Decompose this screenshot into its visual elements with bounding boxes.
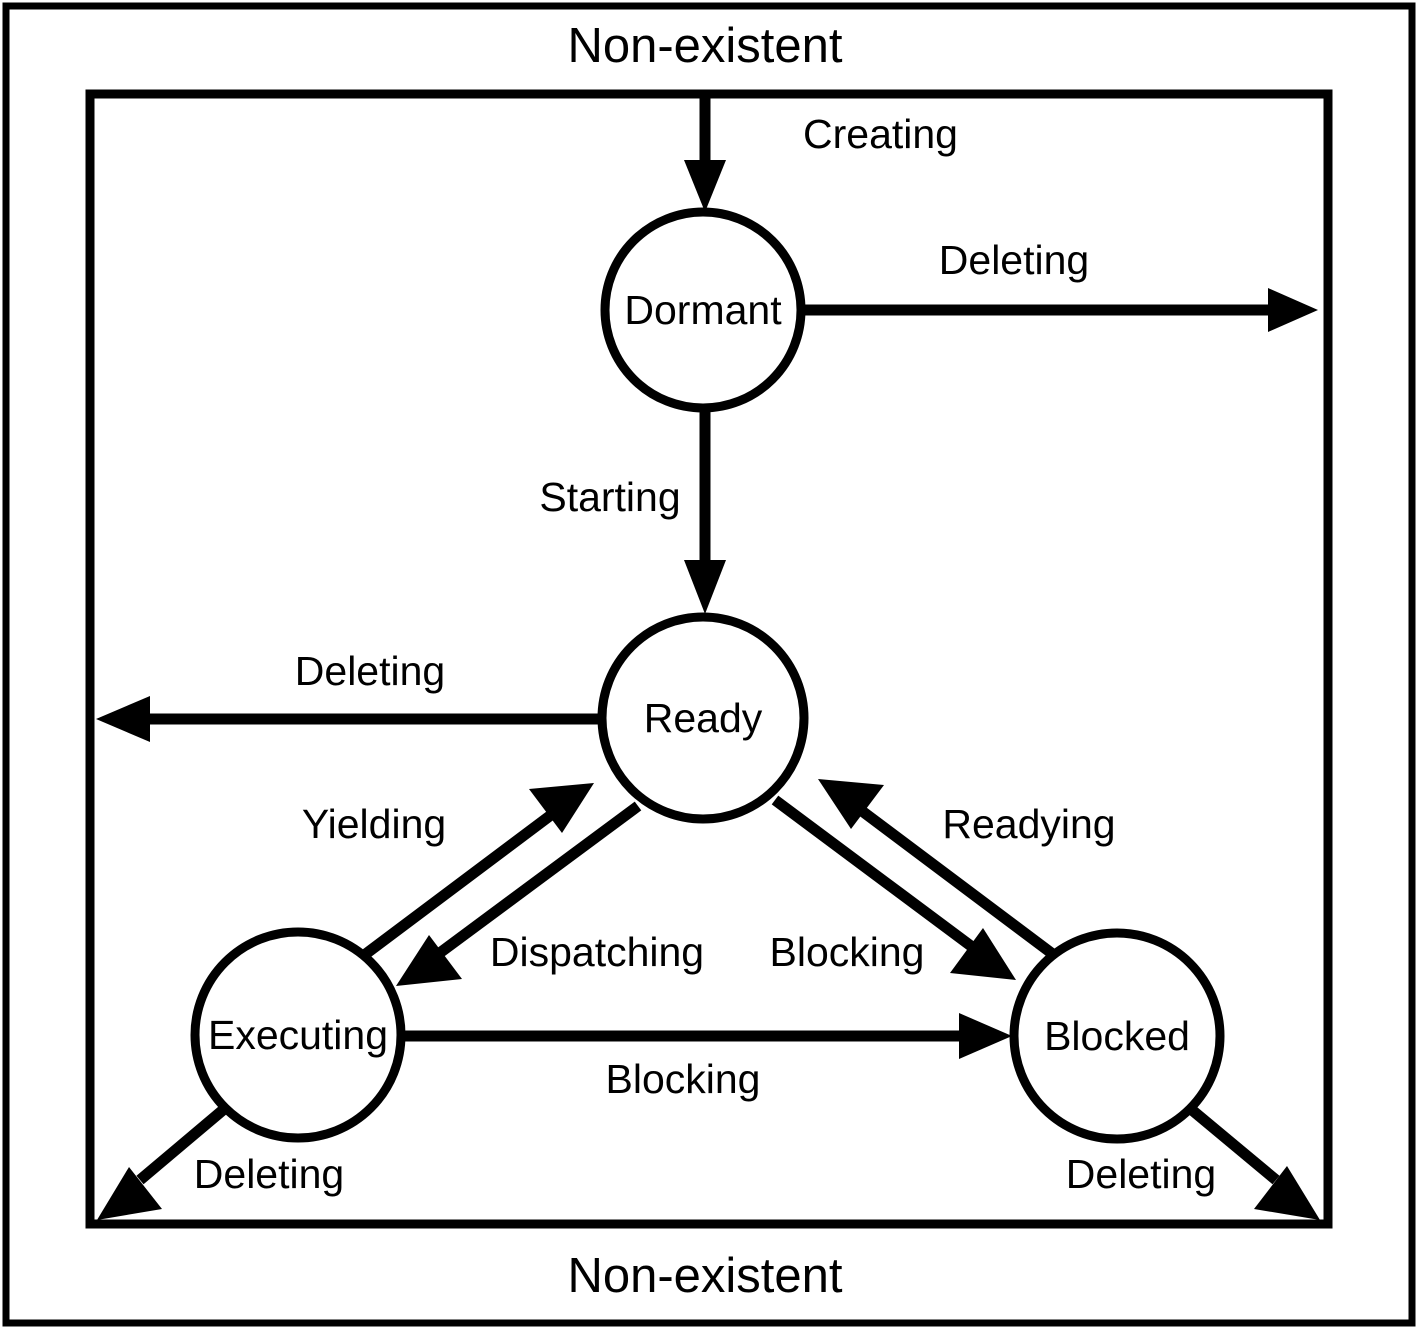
region-label-nonexistent-bottom: Non-existent: [567, 1249, 842, 1303]
blocking-ready-arrow-head: [950, 928, 1016, 980]
transition-blocking-exec: Blocking: [403, 1013, 1012, 1102]
blocked-circle[interactable]: [1009, 928, 1225, 1144]
state-node-dormant[interactable]: Dormant: [600, 207, 806, 413]
transition-blocking-ready: Blocking: [770, 795, 1016, 980]
dispatching-arrow-head: [396, 935, 462, 986]
state-node-blocked[interactable]: Blocked: [1009, 928, 1225, 1144]
delete-blocked-arrow-head: [1254, 1166, 1320, 1220]
region-label-nonexistent-top: Non-existent: [567, 19, 842, 73]
transition-dispatching: Dispatching: [396, 801, 704, 986]
transition-readying: Readying: [818, 779, 1116, 963]
transition-label-readying: Readying: [942, 801, 1115, 847]
delete-ready-arrow-head: [96, 696, 150, 742]
inner-frame-border: [85, 89, 1333, 1229]
state-label-blocked: Blocked: [1044, 1013, 1190, 1059]
transition-delete-blocked: Deleting: [1066, 1105, 1320, 1220]
transition-label-delete-dormant: Deleting: [939, 237, 1089, 283]
dispatching-arrow-line: [433, 801, 642, 960]
transition-delete-ready: Deleting: [96, 648, 602, 742]
transition-label-delete-blocked: Deleting: [1066, 1151, 1216, 1197]
delete-exec-arrow-line: [136, 1105, 227, 1185]
transition-label-delete-exec: Deleting: [194, 1151, 344, 1197]
transition-label-creating: Creating: [803, 111, 958, 157]
transition-label-blocking-exec: Blocking: [606, 1056, 761, 1102]
transition-label-dispatching: Dispatching: [490, 929, 704, 975]
executing-circle[interactable]: [190, 927, 406, 1143]
yielding-arrow-line: [351, 807, 559, 967]
state-label-executing: Executing: [208, 1012, 388, 1058]
blocking-ready-arrow-line: [771, 795, 979, 954]
transition-yielding: Yielding: [302, 783, 594, 967]
blocking-exec-arrow-head: [959, 1013, 1012, 1059]
transition-creating: Creating: [684, 96, 958, 212]
transition-label-yielding: Yielding: [302, 801, 446, 847]
transition-delete-dormant: Deleting: [801, 237, 1318, 332]
transition-label-blocking-ready: Blocking: [770, 929, 925, 975]
state-label-ready: Ready: [644, 695, 763, 741]
yielding-arrow-head: [529, 783, 594, 833]
delete-dormant-arrow-head: [1268, 288, 1318, 332]
readying-arrow-head: [818, 779, 884, 829]
ready-circle[interactable]: [597, 612, 809, 824]
dormant-circle[interactable]: [600, 207, 806, 413]
readying-arrow-line: [854, 803, 1062, 963]
state-label-dormant: Dormant: [624, 287, 782, 333]
transition-label-starting: Starting: [539, 474, 680, 520]
transition-starting: Starting: [539, 410, 726, 614]
creating-arrow-head: [684, 160, 726, 212]
delete-exec-arrow-head: [97, 1167, 162, 1220]
state-node-ready[interactable]: Ready: [597, 612, 809, 824]
state-node-executing[interactable]: Executing: [190, 927, 406, 1143]
starting-arrow-head: [684, 560, 726, 614]
transition-delete-exec: Deleting: [97, 1105, 344, 1220]
transition-label-delete-ready: Deleting: [295, 648, 445, 694]
delete-blocked-arrow-line: [1188, 1105, 1280, 1185]
